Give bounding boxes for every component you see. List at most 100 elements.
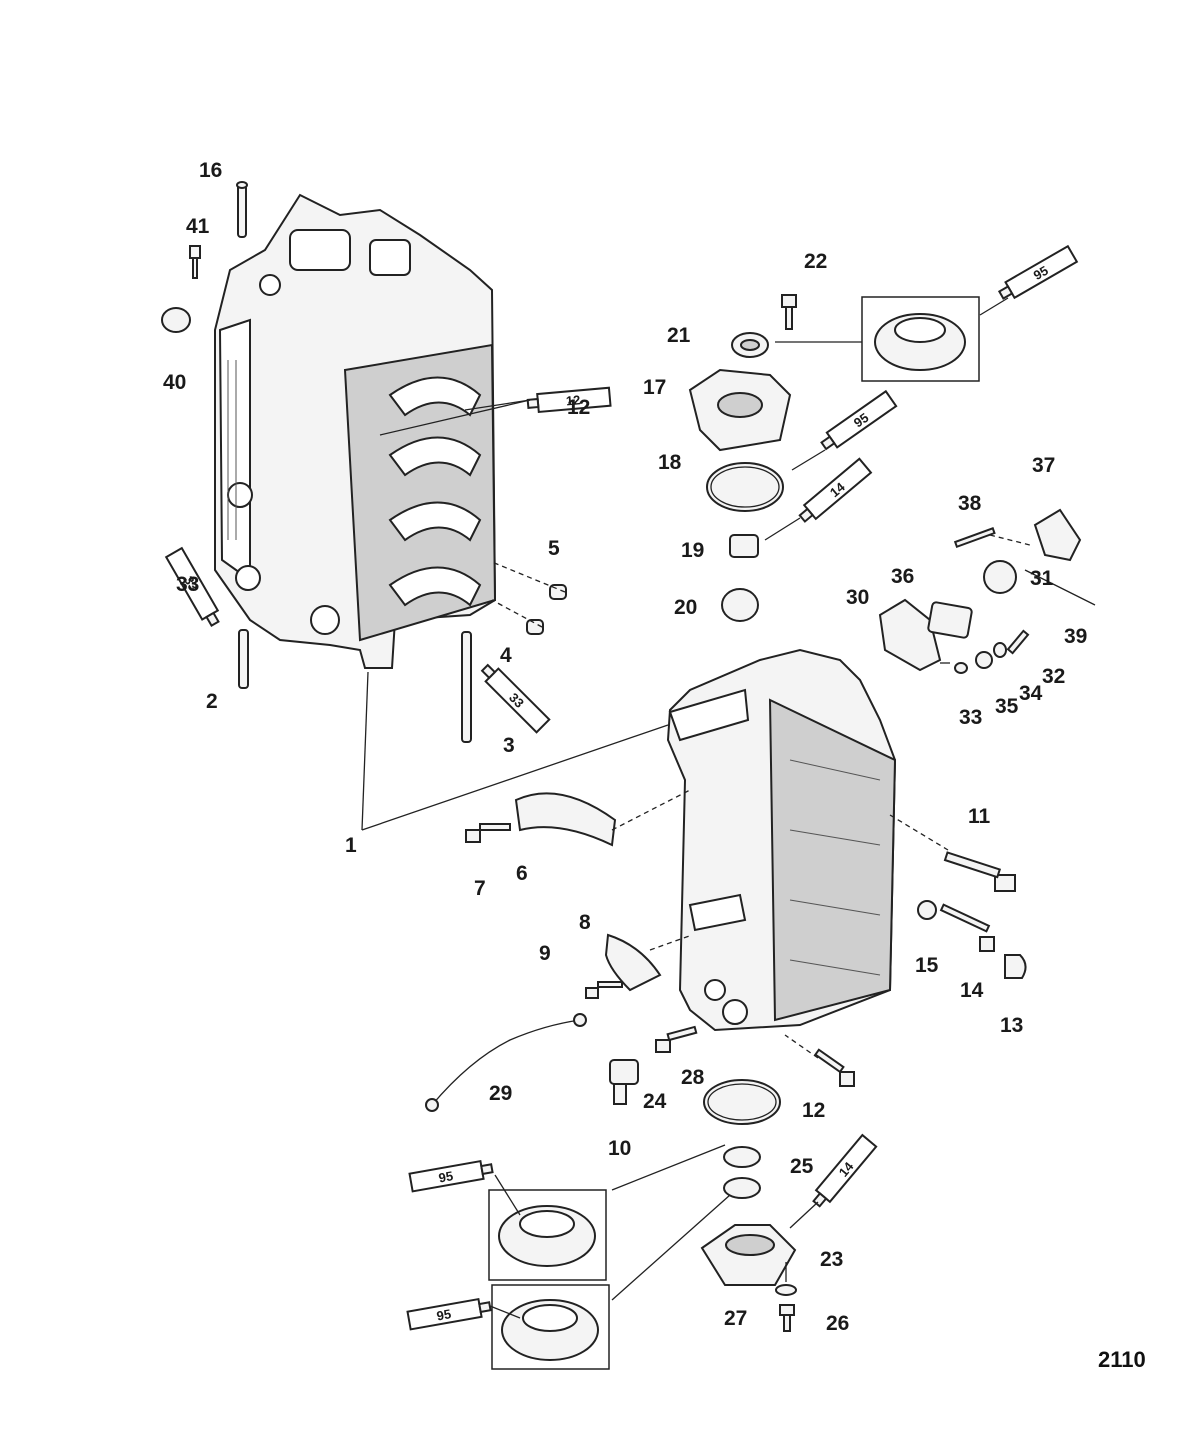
ground-cable-29 [425, 1013, 587, 1112]
sealant-tube-14-bottom: 14 [812, 1133, 878, 1208]
svg-text:95: 95 [1031, 263, 1051, 283]
seal-25a [723, 1146, 761, 1168]
callout-34: 34 [1019, 682, 1043, 705]
svg-text:33: 33 [181, 573, 201, 593]
plug-13 [1004, 954, 1027, 979]
seal-detail-box-top [861, 296, 980, 382]
callout-18: 18 [658, 451, 682, 474]
callout-22: 22 [804, 250, 827, 273]
callout-41: 41 [186, 215, 210, 238]
sealant-tube-33-right: 33 [480, 663, 551, 734]
svg-text:95: 95 [435, 1306, 452, 1323]
bolt-14 [939, 903, 995, 952]
callout-20: 20 [674, 596, 697, 619]
sealant-tube-95-bottom-b: 95 [406, 1297, 492, 1331]
bolt-26 [779, 1304, 795, 1332]
svg-text:95: 95 [851, 410, 871, 431]
callout-14: 14 [960, 979, 984, 1002]
callout-31: 31 [1030, 567, 1054, 590]
callout-5: 5 [548, 537, 560, 560]
callout-17: 17 [643, 376, 666, 399]
callout-33a: 33 [959, 706, 982, 729]
elbow-fitting-10 [609, 1059, 639, 1105]
callout-12a: 12 [802, 1099, 825, 1122]
callout-6: 6 [516, 862, 528, 885]
callout-19: 19 [681, 539, 704, 562]
washer-27 [775, 1284, 797, 1296]
bolt-9 [585, 981, 623, 999]
bolt-41 [189, 245, 201, 279]
callout-11: 11 [968, 805, 991, 828]
roller-bearing-19 [729, 534, 759, 558]
svg-text:95: 95 [437, 1168, 454, 1185]
bolt-7 [465, 823, 511, 843]
bracket-31 [983, 560, 1017, 594]
callout-7: 7 [474, 877, 486, 900]
washer-33 [954, 662, 968, 674]
seal-detail-box-bottom-a [488, 1189, 607, 1281]
gasket-30 [878, 598, 942, 672]
sealant-tube-12: 12 [526, 386, 612, 414]
stud-3 [461, 631, 472, 743]
callout-3: 3 [503, 734, 515, 757]
callout-13: 13 [1000, 1014, 1023, 1037]
bolt-12-lower [814, 1048, 855, 1087]
callout-39: 39 [1064, 625, 1087, 648]
clip-40 [161, 307, 191, 333]
washer-34 [993, 642, 1007, 658]
seal-detail-box-bottom-b [491, 1284, 610, 1370]
callout-38: 38 [958, 492, 982, 515]
sealant-tube-14-top: 14 [798, 457, 873, 523]
callout-21: 21 [667, 324, 691, 347]
callout-1: 1 [345, 834, 357, 857]
callout-40: 40 [163, 371, 186, 394]
stud-2 [238, 629, 249, 689]
cover-37 [1033, 508, 1082, 562]
svg-text:12: 12 [565, 392, 581, 408]
callout-16: 16 [199, 159, 222, 182]
callout-labels: 1 2 3 4 5 6 7 8 9 10 11 12 12 13 14 15 1… [163, 159, 1087, 1335]
figure-number: 2110 [1098, 1347, 1146, 1372]
sleeve-20 [721, 588, 759, 622]
bearing-housing-17 [688, 368, 792, 452]
callout-24: 24 [643, 1090, 667, 1113]
callout-23: 23 [820, 1248, 843, 1271]
sealant-tube-95-top: 95 [997, 244, 1079, 300]
callout-30: 30 [846, 586, 869, 609]
sealant-tube-95-bottom-a: 95 [408, 1159, 494, 1193]
callout-36: 36 [891, 565, 914, 588]
callout-27: 27 [724, 1307, 747, 1330]
o-ring-18 [706, 462, 784, 512]
grommet-35 [975, 651, 993, 669]
bolt-22 [781, 294, 797, 330]
bolt-28 [655, 1025, 698, 1053]
callout-4: 4 [500, 644, 512, 667]
dowel-4 [526, 619, 544, 635]
callout-29: 29 [489, 1082, 512, 1105]
end-cap-housing-23 [700, 1224, 797, 1286]
callout-25: 25 [790, 1155, 814, 1178]
callout-12b: 12 [567, 396, 590, 419]
cylinder-block-left [214, 193, 497, 669]
callout-8: 8 [579, 911, 591, 934]
callout-28: 28 [681, 1066, 705, 1089]
callout-15: 15 [915, 954, 939, 977]
callout-26: 26 [826, 1312, 849, 1335]
callout-2: 2 [206, 690, 218, 713]
callout-37: 37 [1032, 454, 1055, 477]
screw-32 [1006, 629, 1030, 655]
nut-15 [917, 900, 937, 920]
crankcase-cover-right [666, 648, 897, 1032]
callout-32: 32 [1042, 665, 1065, 688]
sealant-tube-33-left: 33 [164, 546, 220, 628]
stud-16 [236, 181, 248, 238]
main-bearing-cap-6 [514, 792, 617, 847]
callout-35: 35 [995, 695, 1019, 718]
leader-lines [361, 297, 1031, 1319]
bearing-cap-8 [604, 933, 662, 992]
link-rod-39 [1024, 569, 1096, 606]
dowel-5 [549, 584, 567, 600]
callout-10: 10 [608, 1137, 631, 1160]
callout-9: 9 [539, 942, 551, 965]
